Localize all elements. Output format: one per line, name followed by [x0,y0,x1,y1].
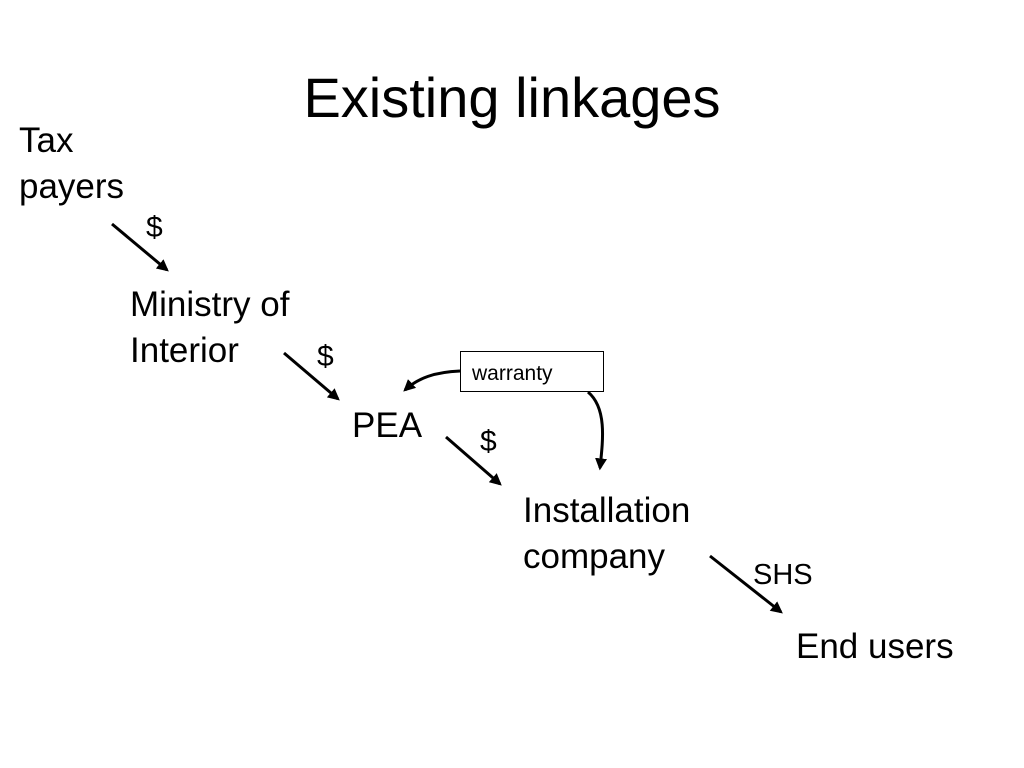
arrow-pea-to-installation [445,435,502,486]
warranty-box: warranty [460,351,604,392]
installation-line2: company [523,537,666,576]
tax-payers-line1: Tax [19,121,74,160]
arrow-ministry-to-pea [283,351,340,401]
end-users-label: End users [796,627,954,666]
node-ministry-of-interior: Ministry of Interior [130,282,289,374]
arrow-installation-to-users [709,554,783,614]
node-end-users: End users [796,624,954,670]
arrow-tax-to-ministry [111,222,169,272]
flow-label-tax-to-ministry: $ [146,211,163,244]
tax-payers-line2: payers [19,167,125,206]
node-installation-company: Installation company [523,488,690,580]
installation-line1: Installation [523,491,691,530]
flow-label-pea-to-installation: $ [480,425,497,458]
pea-label: PEA [352,406,423,445]
ministry-line2: Interior [130,331,239,370]
ministry-line1: Ministry of [130,285,290,324]
node-pea: PEA [352,403,422,449]
slide-title: Existing linkages [303,66,721,129]
arrow-warranty-to-installation [586,390,607,471]
warranty-label: warranty [472,362,553,385]
flow-label-installation-to-users: SHS [753,559,813,591]
node-tax-payers: Tax payers [19,118,124,210]
flow-label-ministry-to-pea: $ [317,340,334,373]
arrow-warranty-to-pea [403,369,461,392]
